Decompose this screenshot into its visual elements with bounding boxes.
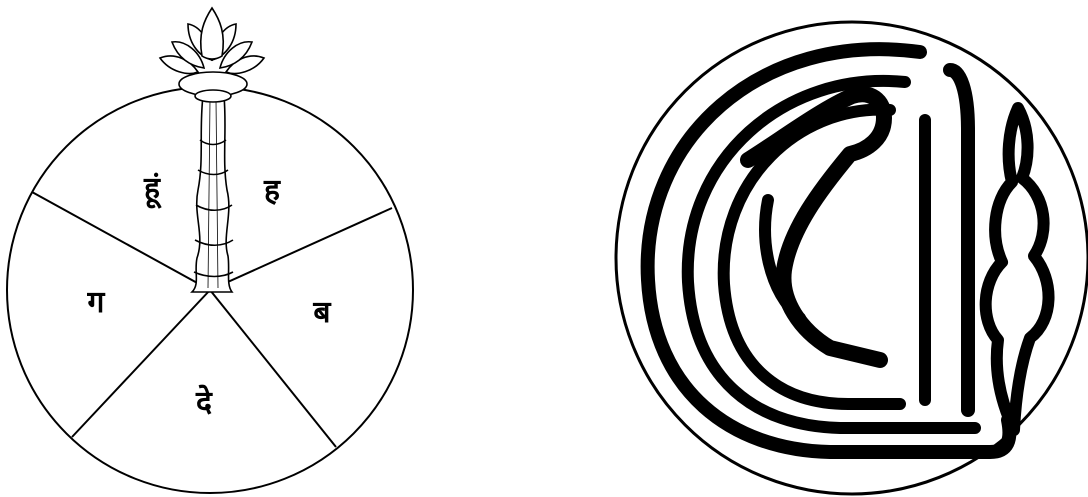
- segment-glyph-top-right: ह: [263, 173, 281, 208]
- seal-gourd-ornament: [986, 108, 1049, 430]
- segment-glyph-bottom: दे: [195, 384, 213, 420]
- segment-glyph-right: ब: [312, 295, 332, 330]
- wheel-diagram: हूं ह ग ब दे: [7, 8, 413, 493]
- seal-right-stem: [950, 70, 968, 410]
- wheel-spoke-upper-left: [32, 192, 210, 290]
- vajra-stalk-icon: [192, 96, 233, 292]
- wheel-spoke-upper-right: [210, 208, 392, 290]
- segment-glyph-top-left: हूं: [143, 171, 162, 209]
- lotus-flower-icon: [160, 8, 264, 102]
- seal-emblem-icon: ৰ: [616, 22, 1088, 494]
- segment-glyph-left: ग: [87, 285, 106, 320]
- seal-glyph-label: ৰ: [851, 257, 853, 259]
- seal-middle-stroke: [688, 81, 975, 428]
